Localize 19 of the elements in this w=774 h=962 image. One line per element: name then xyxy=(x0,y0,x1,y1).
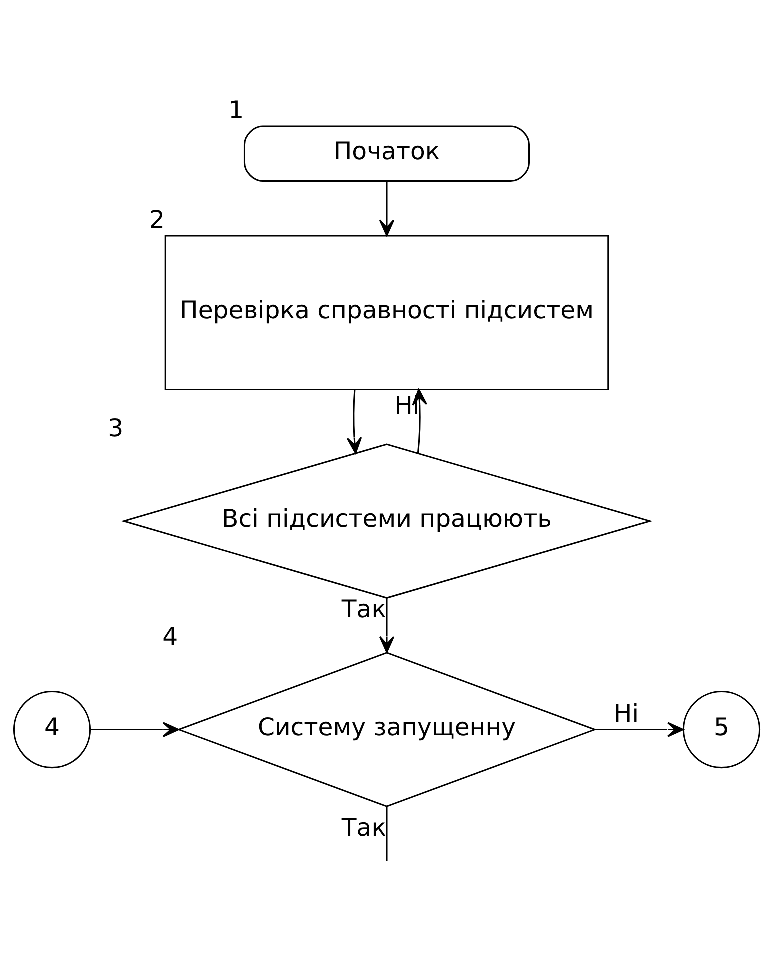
arrow xyxy=(379,598,395,654)
node-label: 4 xyxy=(162,622,178,652)
edge-label: Ні xyxy=(394,390,420,420)
edge-label: Ні xyxy=(614,698,640,728)
node-box: Перевірка справності підсистем xyxy=(164,235,610,390)
arrow xyxy=(90,722,180,738)
edge-label: Так xyxy=(342,813,386,842)
node-label: 1 xyxy=(228,96,244,125)
node-circle: 4 xyxy=(13,690,92,769)
arrow xyxy=(346,390,362,454)
node-diamond: Систему запущенну xyxy=(176,652,598,808)
node-diamond: Всі підсистеми працюють xyxy=(121,444,653,599)
arrow xyxy=(596,722,684,738)
node-label: 2 xyxy=(150,205,165,234)
node-label: 3 xyxy=(108,414,124,443)
connector xyxy=(386,806,388,862)
node-circle: 5 xyxy=(682,690,761,769)
arrow xyxy=(379,182,395,236)
node-box: Початок xyxy=(244,126,530,182)
